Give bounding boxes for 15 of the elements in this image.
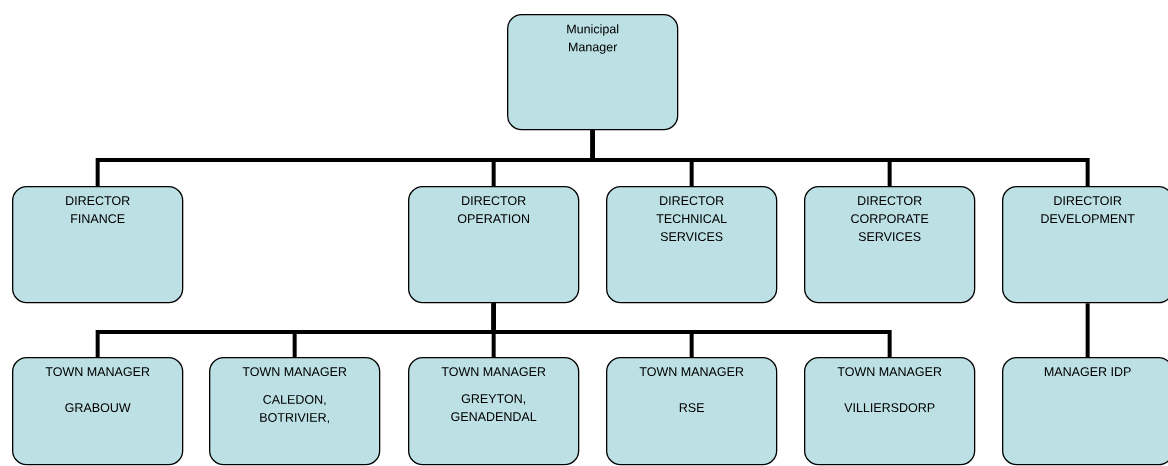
org-box: DIRECTOR OPERATION	[408, 186, 580, 304]
org-box: DIRECTOR CORPORATE SERVICES	[804, 186, 976, 304]
org-box: DIRECTOIR DEVELOPMENT	[1002, 186, 1168, 304]
org-box: TOWN MANAGER CALEDON, BOTRIVIER,	[209, 357, 381, 466]
connector-line	[491, 303, 892, 357]
org-box: Municipal Manager	[507, 14, 679, 131]
org-box: DIRECTOR TECHNICAL SERVICES	[606, 186, 778, 304]
org-box: TOWN MANAGER VILLIERSDORP	[804, 357, 976, 466]
org-box: DIRECTOR FINANCE	[12, 186, 184, 304]
org-box: MANAGER IDP	[1002, 357, 1168, 466]
org-box: TOWN MANAGER RSE	[606, 357, 778, 466]
connector-line	[590, 130, 1090, 186]
connector-line	[1085, 303, 1090, 357]
org-box: TOWN MANAGER GRABOUW	[12, 357, 184, 466]
org-box: TOWN MANAGER GREYTON, GENADENDAL	[408, 357, 580, 466]
